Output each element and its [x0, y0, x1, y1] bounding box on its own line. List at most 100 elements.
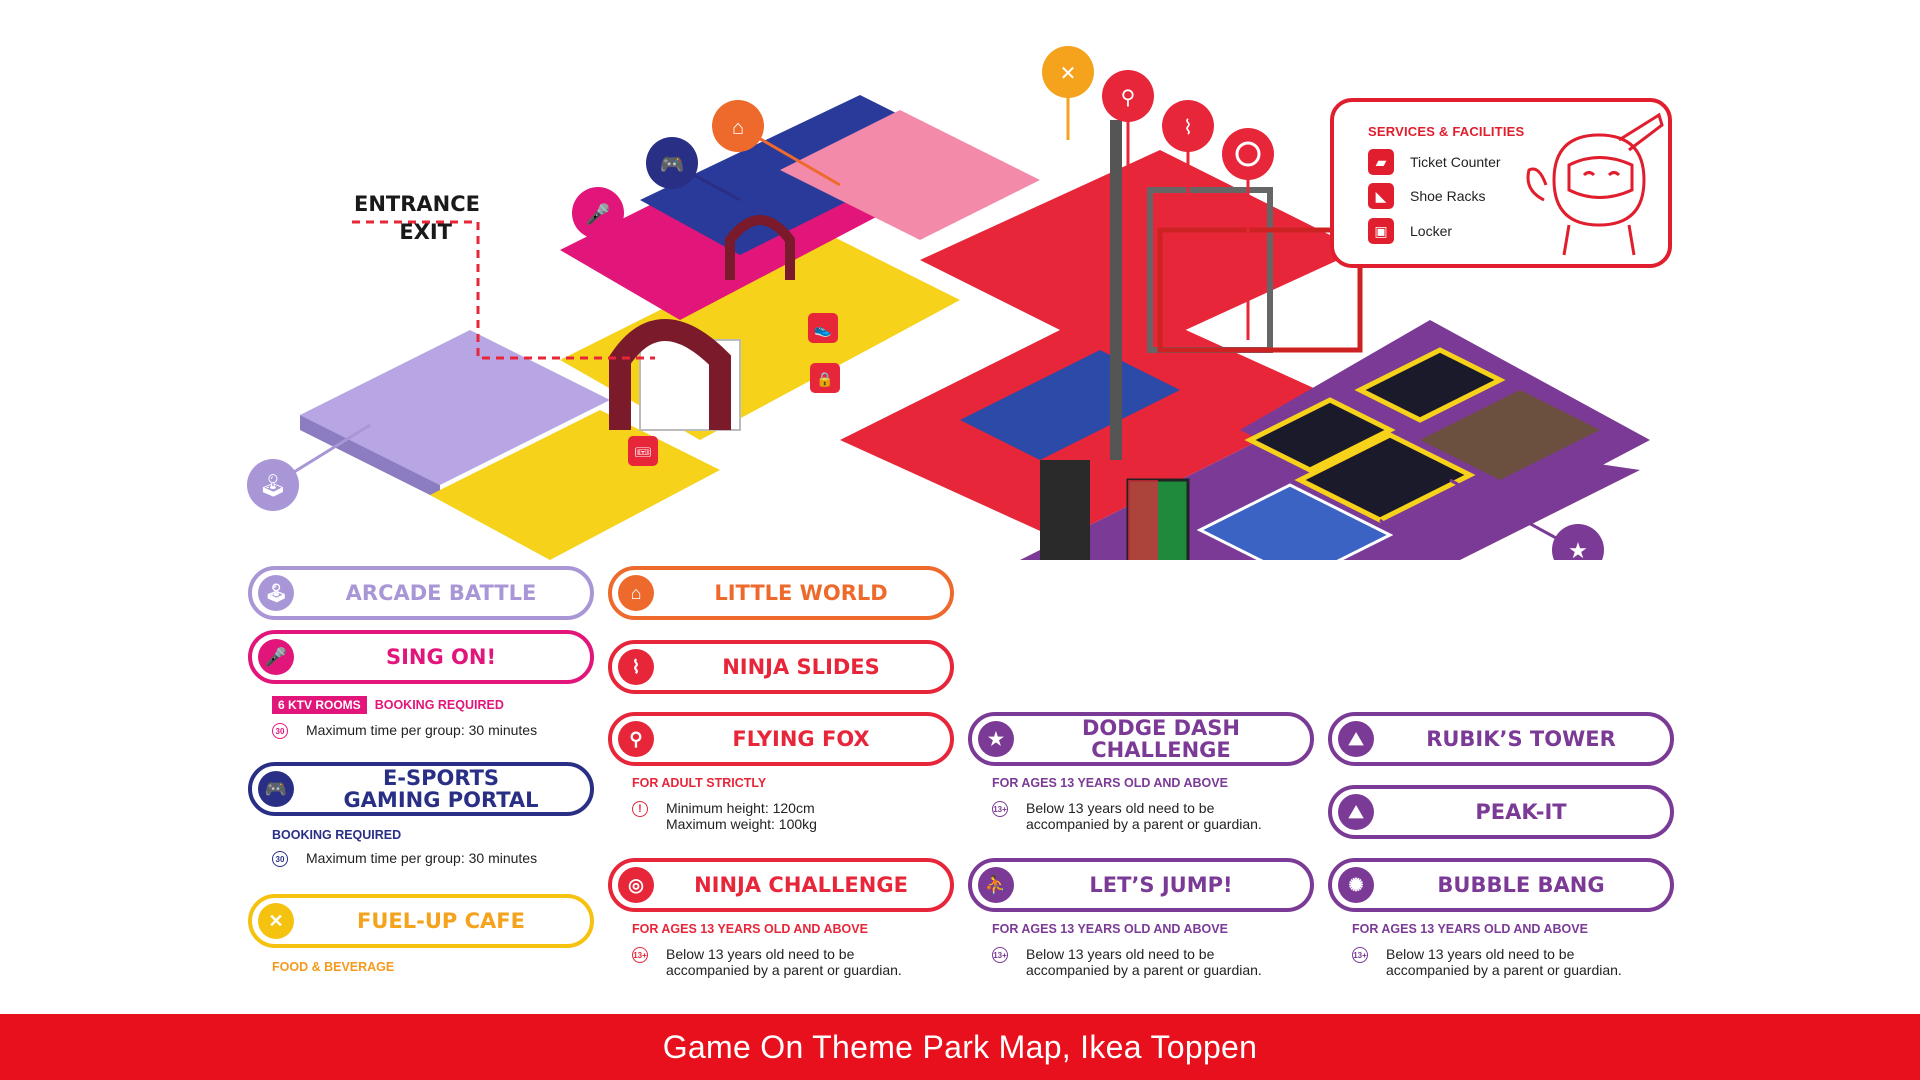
- age-icon: 13+: [632, 947, 648, 963]
- target-icon: ◎: [618, 867, 654, 903]
- lets-jump-card[interactable]: ⛹ LET’S JUMP!: [968, 858, 1314, 912]
- microphone-icon: 🎤: [258, 639, 294, 675]
- climber-icon: ⛰: [1338, 721, 1374, 757]
- svg-text:🕹: 🕹: [259, 473, 287, 498]
- ninja-mascot-illustration: [1526, 112, 1664, 256]
- ninja-challenge-note: Below 13 years old need to be accompanie…: [666, 946, 902, 978]
- dodge-dash-note: Below 13 years old need to be accompanie…: [1026, 800, 1262, 832]
- park-map: 🕹 🎤 🎮 ⌂ ✕ ⚲ ⌇ ★ ⛹ ✺ ⛰ 👟 🔒 🎟: [247, 46, 1650, 560]
- lets-jump-info: FOR AGES 13 YEARS OLD AND ABOVE 13+ Belo…: [992, 922, 1262, 978]
- flying-fox-title: FLYING FOX: [732, 727, 870, 751]
- svg-text:⚲: ⚲: [1121, 87, 1136, 109]
- lets-jump-tag: FOR AGES 13 YEARS OLD AND ABOVE: [992, 922, 1228, 936]
- rubiks-tower-card[interactable]: ⛰ RUBIK’S TOWER: [1328, 712, 1674, 766]
- arcade-battle-card[interactable]: 🕹 ARCADE BATTLE: [248, 566, 594, 620]
- ninja-slides-title: NINJA SLIDES: [722, 655, 880, 679]
- esports-card[interactable]: 🎮 E-SPORTS GAMING PORTAL: [248, 762, 594, 816]
- ninja-challenge-note-line2: accompanied by a parent or guardian.: [666, 962, 902, 978]
- dodge-dash-card[interactable]: ★ DODGE DASH CHALLENGE: [968, 712, 1314, 766]
- ninja-slides-card[interactable]: ⌇ NINJA SLIDES: [608, 640, 954, 694]
- shoe-rack-marker[interactable]: 👟: [808, 313, 838, 343]
- dodge-dash-title-line1: DODGE DASH: [1082, 716, 1240, 740]
- trampoline-2: [1244, 397, 1396, 473]
- service-label: Locker: [1410, 223, 1453, 239]
- karaoke-arch: [609, 319, 731, 430]
- marker-slides[interactable]: ⌇: [1162, 100, 1214, 152]
- bubble-bang-info: FOR AGES 13 YEARS OLD AND ABOVE 13+ Belo…: [1352, 922, 1622, 978]
- esports-note: Maximum time per group: 30 minutes: [306, 850, 538, 866]
- ninja-zone-floor: [920, 150, 1360, 360]
- ktv-rooms-badge: 6 KTV ROOMS: [272, 696, 367, 714]
- flying-fox-note-line2: Maximum weight: 100kg: [666, 816, 817, 832]
- peak-it-card[interactable]: ⛰ PEAK-IT: [1328, 785, 1674, 839]
- clock-icon: 30: [272, 851, 288, 867]
- flying-fox-card[interactable]: ⚲ FLYING FOX: [608, 712, 954, 766]
- ninja-slide-tower: [1110, 120, 1122, 460]
- ninja-challenge-title: NINJA CHALLENGE: [694, 873, 908, 897]
- svg-text:✕: ✕: [1060, 63, 1077, 85]
- ninja-challenge-tag: FOR AGES 13 YEARS OLD AND ABOVE: [632, 922, 868, 936]
- marker-ninja[interactable]: [1222, 128, 1274, 180]
- marker-cafe[interactable]: ✕: [1042, 46, 1094, 98]
- trampoline-icon: ⛹: [978, 867, 1014, 903]
- little-world-floor: [780, 110, 1040, 240]
- marker-little-world[interactable]: ⌂: [712, 100, 764, 152]
- age-icon: 13+: [992, 801, 1008, 817]
- bubble-bang-note-line1: Below 13 years old need to be: [1386, 946, 1575, 962]
- blue-ramp: [960, 350, 1180, 460]
- svg-text:👟: 👟: [814, 321, 832, 338]
- bubble-bang-tag: FOR AGES 13 YEARS OLD AND ABOVE: [1352, 922, 1588, 936]
- leader-jump: [1379, 518, 1434, 560]
- ninja-challenge-card[interactable]: ◎ NINJA CHALLENGE: [608, 858, 954, 912]
- marker-arcade[interactable]: 🕹: [247, 459, 299, 511]
- ticket-icon: ▰: [1368, 149, 1394, 175]
- fuel-up-cafe-tag: FOOD & BEVERAGE: [272, 960, 395, 974]
- little-world-title: LITTLE WORLD: [714, 581, 888, 605]
- fuel-up-cafe-card[interactable]: ✕ FUEL-UP CAFE: [248, 894, 594, 948]
- age-icon: 13+: [992, 947, 1008, 963]
- locker-marker[interactable]: 🔒: [810, 363, 840, 393]
- svg-text:🎟: 🎟: [634, 444, 652, 460]
- marker-dodge[interactable]: ★: [1552, 524, 1604, 560]
- lock-icon: ▣: [1368, 218, 1394, 244]
- bubble-pit: [1420, 390, 1600, 480]
- sing-on-card[interactable]: 🎤 SING ON!: [248, 630, 594, 684]
- ticket-marker[interactable]: 🎟: [628, 436, 658, 466]
- flying-fox-note-line1: Minimum height: 120cm: [666, 800, 815, 816]
- lets-jump-note-line1: Below 13 years old need to be: [1026, 946, 1215, 962]
- peak-it-wall: [1040, 460, 1090, 560]
- lets-jump-note-line2: accompanied by a parent or guardian.: [1026, 962, 1262, 978]
- dodgeball-court: [1196, 483, 1394, 560]
- rubiks-tower-title: RUBIK’S TOWER: [1426, 727, 1616, 751]
- house-icon: ⌂: [618, 575, 654, 611]
- zipline-icon: ⚲: [618, 721, 654, 757]
- arcade-zone-floor: [300, 330, 610, 485]
- lets-jump-title: LET’S JUMP!: [1089, 873, 1233, 897]
- trampoline-1: [1354, 347, 1506, 423]
- esports-arch: [725, 215, 795, 280]
- bubble-icon: ✺: [1338, 867, 1374, 903]
- dodge-dash-note-line2: accompanied by a parent or guardian.: [1026, 816, 1262, 832]
- lets-jump-note: Below 13 years old need to be accompanie…: [1026, 946, 1262, 978]
- sing-on-note: Maximum time per group: 30 minutes: [306, 722, 538, 738]
- ninja-challenge-info: FOR AGES 13 YEARS OLD AND ABOVE 13+ Belo…: [632, 922, 902, 978]
- services-facilities-box: SERVICES & FACILITIES ▰ Ticket Counter ◣…: [1330, 98, 1672, 268]
- service-locker: ▣ Locker: [1368, 218, 1452, 244]
- esports-title-line1: E-SPORTS: [382, 766, 500, 790]
- hiker-icon: ⛰: [1338, 794, 1374, 830]
- entrance-label: ENTRANCE EXIT: [352, 190, 480, 246]
- joystick-icon: 🕹: [258, 575, 294, 611]
- slide-icon: ⌇: [618, 649, 654, 685]
- flying-fox-tag: FOR ADULT STRICTLY: [632, 776, 767, 790]
- esports-info: BOOKING REQUIRED 30 Maximum time per gro…: [272, 828, 537, 867]
- marker-esports[interactable]: 🎮: [646, 137, 698, 189]
- bubble-bang-card[interactable]: ✺ BUBBLE BANG: [1328, 858, 1674, 912]
- ninja-challenge-note-line1: Below 13 years old need to be: [666, 946, 855, 962]
- gamepad-icon: 🎮: [258, 771, 294, 807]
- arcade-zone-side: [300, 415, 440, 500]
- dodge-dash-tag: FOR AGES 13 YEARS OLD AND ABOVE: [992, 776, 1228, 790]
- marker-flying-fox[interactable]: ⚲: [1102, 70, 1154, 122]
- little-world-card[interactable]: ⌂ LITTLE WORLD: [608, 566, 954, 620]
- marker-sing[interactable]: 🎤: [572, 187, 624, 239]
- service-shoe-racks: ◣ Shoe Racks: [1368, 183, 1485, 209]
